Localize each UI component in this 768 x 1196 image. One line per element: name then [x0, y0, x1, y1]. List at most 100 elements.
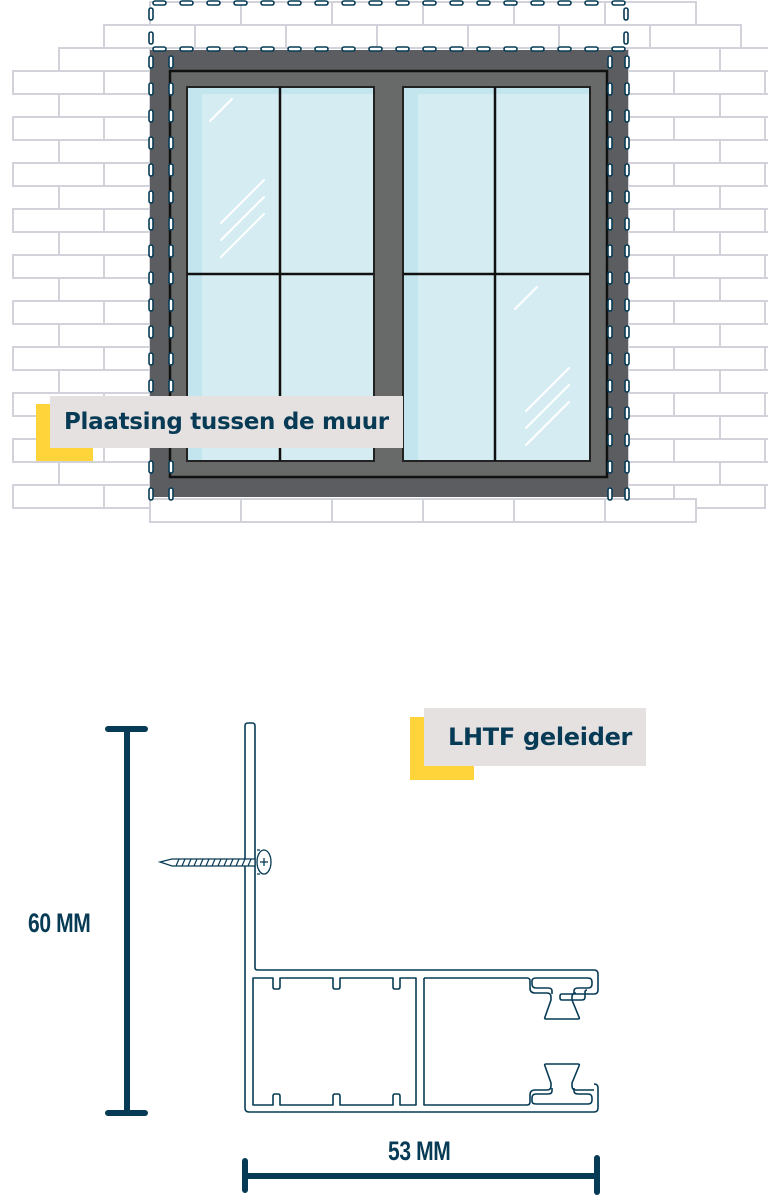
dash-segment — [624, 352, 630, 366]
screw-thread — [199, 858, 204, 867]
dash-segment — [148, 298, 154, 312]
dash-segment — [624, 55, 630, 69]
brick — [627, 70, 675, 95]
dash-segment — [148, 136, 154, 150]
brick — [627, 392, 675, 417]
brick — [719, 93, 768, 118]
dash-segment — [168, 55, 174, 69]
dash-segment — [503, 46, 518, 52]
dash-segment — [168, 109, 174, 123]
dash-segment — [368, 0, 383, 6]
dash-segment — [148, 82, 154, 96]
dash-segment — [624, 298, 630, 312]
brick — [103, 300, 151, 325]
brick — [627, 277, 721, 302]
dash-segment — [168, 136, 174, 150]
brick — [673, 300, 766, 325]
dash-segment — [287, 46, 302, 52]
screw-thread — [229, 858, 234, 867]
dash-segment — [148, 271, 154, 285]
brick — [673, 438, 766, 463]
dash-segment — [607, 109, 613, 123]
brick — [12, 254, 105, 279]
dash-segment — [624, 271, 630, 285]
screw-threads — [175, 858, 252, 867]
brick — [649, 24, 742, 49]
dash-segment — [148, 109, 154, 123]
screw-thread — [181, 858, 186, 867]
brick — [376, 24, 469, 49]
dash-segment — [607, 433, 613, 447]
dash-segment — [168, 379, 174, 393]
brick-wall — [12, 1, 768, 523]
dash-segment — [148, 244, 154, 258]
brick — [627, 185, 721, 210]
dash-segment — [607, 325, 613, 339]
brick — [673, 392, 766, 417]
brick — [627, 346, 675, 371]
dash-segment — [168, 352, 174, 366]
glass-reflections — [209, 98, 570, 446]
dash-segment — [148, 352, 154, 366]
dash-segment — [287, 0, 302, 6]
brick — [604, 498, 697, 523]
brick — [285, 24, 378, 49]
screw-thread — [241, 858, 246, 867]
dash-segment — [314, 46, 329, 52]
brick — [627, 415, 721, 440]
dash-segment — [168, 460, 174, 474]
dash-segment — [503, 0, 518, 6]
dash-segment — [557, 46, 572, 52]
brick — [422, 1, 515, 26]
screw-thread — [217, 858, 222, 867]
dash-segment — [607, 244, 613, 258]
dash-segment — [624, 109, 630, 123]
brick — [194, 24, 287, 49]
brick — [627, 438, 675, 463]
dash-segment — [168, 298, 174, 312]
dash-segment — [168, 325, 174, 339]
brick — [719, 461, 768, 486]
dash-segment — [368, 46, 383, 52]
brick — [627, 116, 675, 141]
brick — [719, 139, 768, 164]
dash-segment — [607, 163, 613, 177]
brick — [719, 277, 768, 302]
brick — [513, 498, 606, 523]
dash-segment — [624, 82, 630, 96]
brick — [627, 300, 675, 325]
dash-segment — [476, 46, 491, 52]
dash-segment — [607, 298, 613, 312]
brick — [12, 208, 105, 233]
dash-segment — [168, 190, 174, 204]
dash-segment — [179, 0, 194, 6]
brick — [627, 254, 675, 279]
dash-segment — [624, 487, 630, 501]
dash-segment — [148, 325, 154, 339]
brick — [12, 300, 105, 325]
dash-segment — [168, 82, 174, 96]
installation-dashed-outline — [148, 0, 630, 501]
dash-segment — [607, 82, 613, 96]
brick — [627, 93, 721, 118]
dash-segment — [607, 487, 613, 501]
dash-segment — [168, 217, 174, 231]
dash-segment — [530, 0, 545, 6]
dash-segment — [607, 136, 613, 150]
brick — [58, 93, 151, 118]
brick — [719, 369, 768, 394]
dash-segment — [624, 406, 630, 420]
dash-segment — [206, 0, 221, 6]
screw-thread — [223, 858, 228, 867]
dash-segment — [607, 460, 613, 474]
brick — [719, 415, 768, 440]
dash-segment — [148, 190, 154, 204]
dash-segment — [168, 244, 174, 258]
screw-thread — [175, 858, 180, 867]
screw-thread — [205, 858, 210, 867]
brick — [12, 70, 105, 95]
dash-segment — [557, 0, 572, 6]
brick — [12, 346, 105, 371]
dash-segment — [530, 46, 545, 52]
dash-segment — [148, 163, 154, 177]
